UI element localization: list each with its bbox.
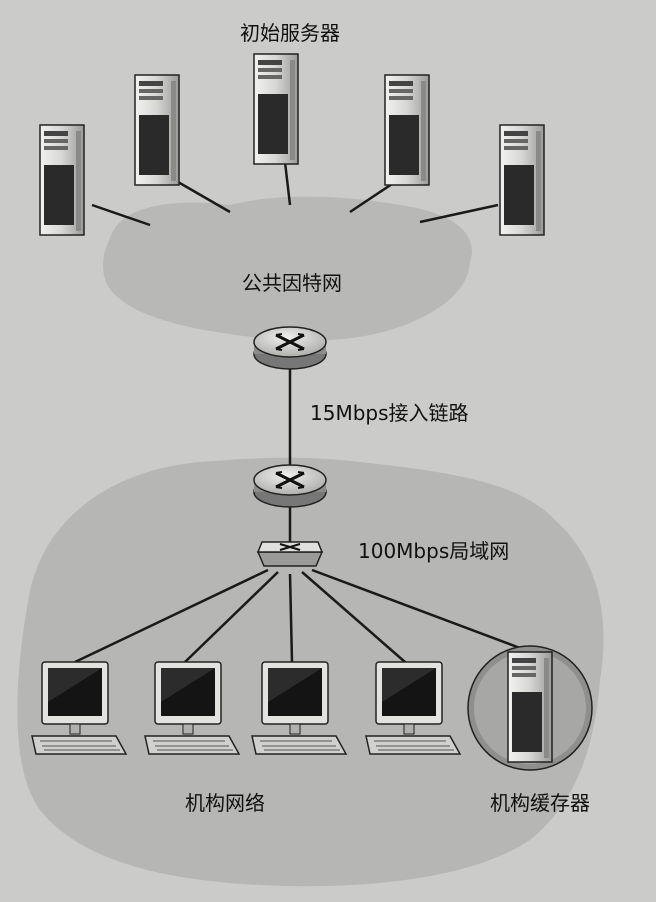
institutional-network-label: 机构网络: [185, 791, 265, 815]
origin-server-5: [499, 124, 545, 236]
internet-router: [252, 325, 328, 371]
lan-label: 100Mbps局域网: [358, 539, 509, 563]
origin-servers-label: 初始服务器: [240, 21, 340, 45]
institution-router: [252, 463, 328, 509]
origin-server-4: [384, 74, 430, 186]
origin-server-1: [39, 124, 85, 236]
connection-lines: [74, 161, 521, 664]
origin-server-3: [253, 53, 299, 165]
institutional-cache: [467, 645, 593, 771]
institutional-cache-label: 机构缓存器: [490, 791, 590, 815]
access-link-label: 15Mbps接入链路: [310, 401, 469, 425]
public-internet-label: 公共因特网: [242, 271, 342, 295]
lan-switch: [256, 541, 324, 567]
public-internet-cloud: [103, 196, 472, 341]
origin-server-2: [134, 74, 180, 186]
